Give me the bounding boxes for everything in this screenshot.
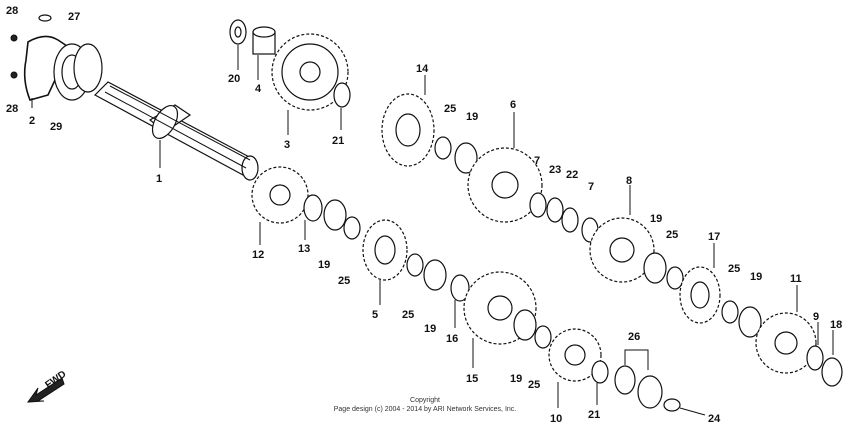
circlip xyxy=(721,300,739,324)
part-number-label: 21 xyxy=(332,135,344,147)
washer xyxy=(423,259,447,291)
part-number-label: 18 xyxy=(830,319,842,331)
gear xyxy=(362,219,408,281)
washer xyxy=(513,309,537,341)
collar xyxy=(252,26,276,55)
part-number-label: 27 xyxy=(68,11,80,23)
part-number-label: 19 xyxy=(318,259,330,271)
part-number-label: 25 xyxy=(528,379,540,391)
bearing xyxy=(53,43,103,101)
part-number-label: 4 xyxy=(255,83,262,95)
part-number-label: 3 xyxy=(284,139,290,151)
circlip xyxy=(406,253,424,277)
part-number-label: 15 xyxy=(466,373,478,385)
part-number-label: 19 xyxy=(650,213,662,225)
part-number-label: 16 xyxy=(446,333,458,345)
gear xyxy=(548,328,602,382)
part-number-label: 19 xyxy=(750,271,762,283)
washer xyxy=(546,197,564,223)
part-number-label: 19 xyxy=(510,373,522,385)
circlip xyxy=(343,216,361,240)
part-number-label: 10 xyxy=(550,413,562,425)
washer xyxy=(454,142,478,174)
fwd-arrow-icon xyxy=(26,377,65,403)
part-number-label: 24 xyxy=(708,413,721,425)
bushing xyxy=(806,345,824,371)
part-labels: 28 27 28 2 29 1 20 4 3 21 14 25 19 6 7 2… xyxy=(6,5,842,425)
gear xyxy=(679,266,721,324)
leader-lines xyxy=(31,45,834,416)
gear xyxy=(467,147,543,223)
washer xyxy=(333,82,351,108)
washer xyxy=(561,207,579,233)
bearing xyxy=(614,365,663,409)
washer xyxy=(821,357,843,387)
bearing-set-plate xyxy=(10,14,72,101)
part-number-label: 17 xyxy=(708,231,720,243)
part-number-label: 23 xyxy=(549,164,561,176)
mainshaft xyxy=(94,81,259,181)
copyright-line-2: Page design (c) 2004 - 2014 by ARI Netwo… xyxy=(334,406,517,413)
part-number-label: 12 xyxy=(252,249,264,261)
part-number-label: 25 xyxy=(338,275,350,287)
part-number-label: 20 xyxy=(228,73,240,85)
part-number-label: 26 xyxy=(628,331,640,343)
circlip xyxy=(534,325,552,349)
washer xyxy=(591,360,609,384)
part-number-label: 1 xyxy=(156,173,162,185)
gear xyxy=(251,166,309,224)
part-number-label: 14 xyxy=(416,63,429,75)
gear xyxy=(589,217,655,283)
part-number-label: 19 xyxy=(424,323,436,335)
part-number-label: 29 xyxy=(50,121,62,133)
part-number-label: 2 xyxy=(29,115,35,127)
part-number-label: 25 xyxy=(444,103,456,115)
part-number-label: 7 xyxy=(588,181,594,193)
part-number-label: 25 xyxy=(666,229,678,241)
gear xyxy=(381,93,435,167)
gear xyxy=(755,312,817,374)
circlip xyxy=(666,266,684,290)
washer xyxy=(643,252,667,284)
part-number-label: 8 xyxy=(626,175,632,187)
part-number-label: 13 xyxy=(298,243,310,255)
part-number-label: 5 xyxy=(372,309,378,321)
part-number-label: 28 xyxy=(6,5,18,17)
washer xyxy=(323,199,347,231)
washer xyxy=(738,306,762,338)
part-number-label: 7 xyxy=(534,155,540,167)
part-number-label: 22 xyxy=(566,169,578,181)
part-number-label: 19 xyxy=(466,111,478,123)
part-number-label: 9 xyxy=(813,311,819,323)
bushing xyxy=(529,192,547,218)
copyright-line-1: Copyright xyxy=(410,397,440,404)
washer xyxy=(663,398,681,412)
part-number-label: 21 xyxy=(588,409,600,421)
gear xyxy=(271,33,349,111)
part-number-label: 25 xyxy=(402,309,414,321)
bushing xyxy=(450,274,470,302)
bushing xyxy=(303,194,323,222)
part-number-label: 28 xyxy=(6,103,18,115)
part-number-label: 11 xyxy=(790,273,802,285)
part-number-label: 6 xyxy=(510,99,516,111)
circlip xyxy=(434,136,452,160)
part-number-label: 25 xyxy=(728,263,740,275)
